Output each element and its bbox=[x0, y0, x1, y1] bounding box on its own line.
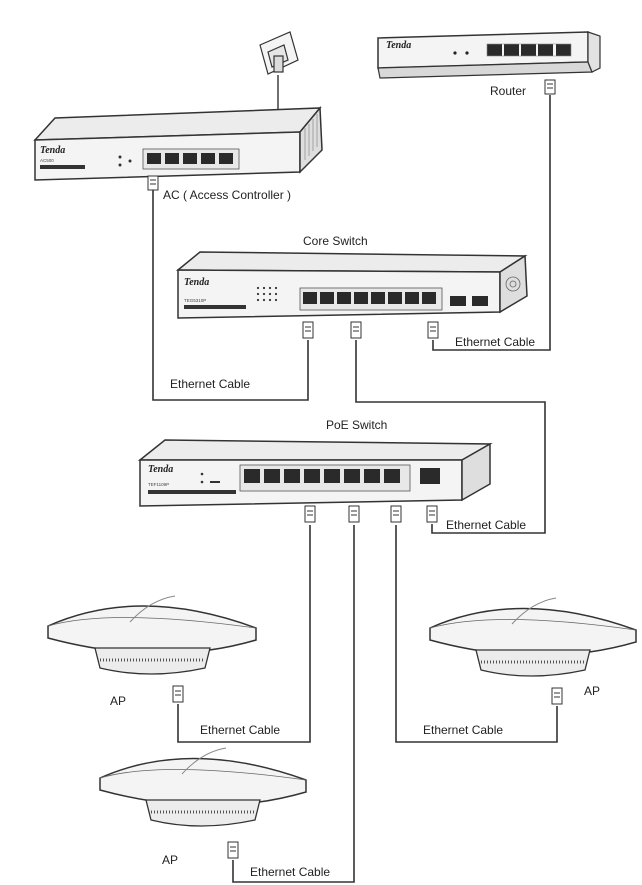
core-switch-sfp-ports bbox=[450, 296, 488, 306]
connector bbox=[302, 321, 314, 339]
router-device: Tenda bbox=[377, 31, 601, 79]
power-outlet bbox=[259, 31, 299, 75]
ap-bottom-device bbox=[99, 747, 307, 827]
cable-router-core bbox=[432, 95, 551, 351]
connector bbox=[426, 505, 438, 523]
cables bbox=[152, 75, 558, 883]
ac-device: Tenda AC500 bbox=[33, 106, 323, 181]
router-label: Router bbox=[490, 84, 526, 98]
poe-switch-model: TEF1109P bbox=[148, 482, 169, 487]
connector bbox=[304, 505, 316, 523]
connector bbox=[427, 321, 439, 339]
poe-switch-ports bbox=[244, 469, 400, 483]
core-switch-label: Core Switch bbox=[303, 234, 368, 248]
cable-label-ap-right: Ethernet Cable bbox=[423, 723, 503, 737]
ap-left-label: AP bbox=[110, 694, 126, 708]
router-ports bbox=[487, 44, 571, 56]
cable-poe-ap-bottom bbox=[232, 525, 355, 883]
poe-switch-device: Tenda TEF1109P bbox=[137, 439, 493, 507]
connector bbox=[227, 841, 239, 859]
connector bbox=[147, 175, 159, 191]
connector bbox=[172, 685, 184, 703]
connector bbox=[390, 505, 402, 523]
cable-label-poe-core: Ethernet Cable bbox=[446, 518, 526, 532]
router-brand: Tenda bbox=[386, 40, 411, 51]
ac-label: AC ( Access Controller ) bbox=[163, 188, 291, 202]
cable-label-ac-core: Ethernet Cable bbox=[170, 377, 250, 391]
cable-label-ap-left: Ethernet Cable bbox=[200, 723, 280, 737]
ac-model: AC500 bbox=[40, 158, 54, 163]
connector bbox=[551, 687, 563, 705]
poe-switch-brand: Tenda bbox=[148, 464, 173, 475]
core-switch-brand: Tenda bbox=[184, 277, 209, 288]
connector bbox=[350, 321, 362, 339]
ap-right-device bbox=[429, 597, 637, 677]
cable-poe-ap-right bbox=[395, 525, 558, 743]
cable-poe-ap-left bbox=[177, 525, 311, 743]
cable-ac-core bbox=[152, 190, 309, 401]
ac-ports bbox=[147, 153, 233, 164]
ap-bottom-label: AP bbox=[162, 853, 178, 867]
core-switch-model: TEG5310P bbox=[184, 298, 206, 303]
poe-switch-uplink-port bbox=[420, 468, 440, 484]
ac-brand: Tenda bbox=[40, 145, 65, 156]
cable-label-core-router: Ethernet Cable bbox=[455, 335, 535, 349]
connector bbox=[348, 505, 360, 523]
cable-label-ap-bottom: Ethernet Cable bbox=[250, 865, 330, 879]
connector bbox=[544, 79, 556, 95]
core-switch-ports bbox=[303, 292, 436, 304]
poe-switch-label: PoE Switch bbox=[326, 418, 387, 432]
cable-core-poe bbox=[355, 340, 546, 534]
core-switch-device: Tenda TEG5310P bbox=[175, 251, 528, 319]
ap-right-label: AP bbox=[584, 684, 600, 698]
ap-left-device bbox=[47, 595, 257, 675]
